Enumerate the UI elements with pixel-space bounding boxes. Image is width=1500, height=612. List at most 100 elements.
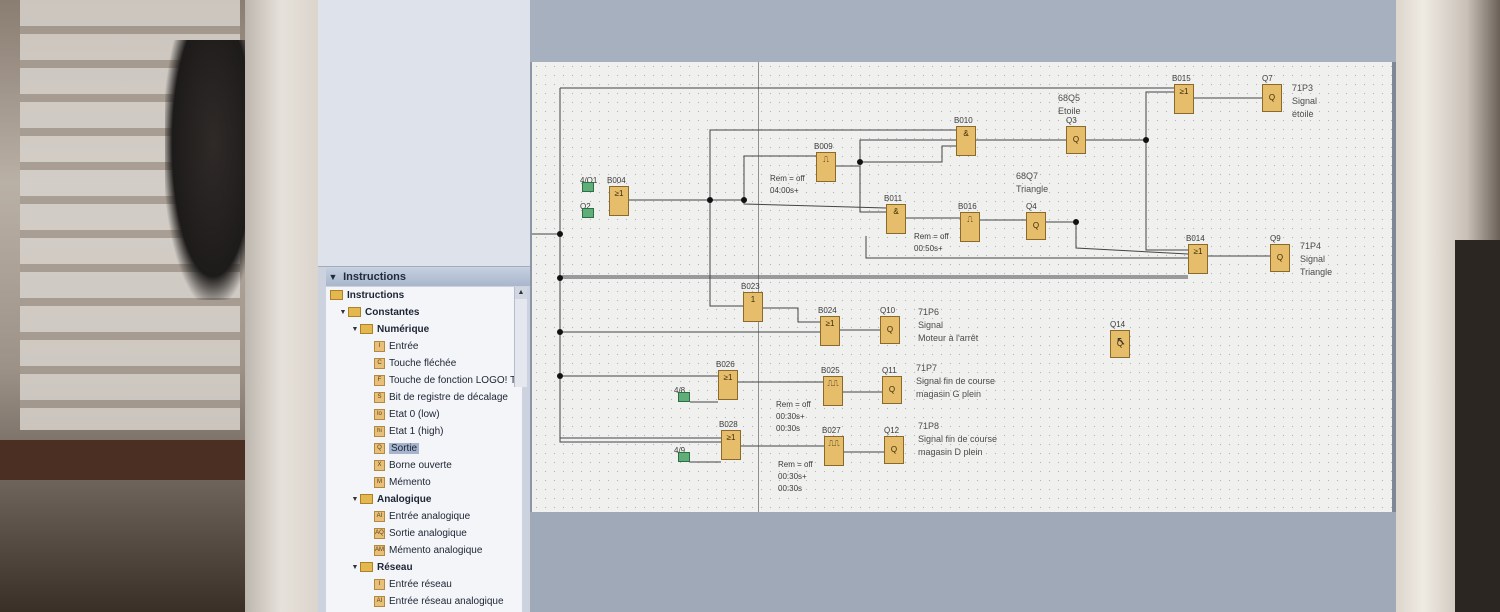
wire[interactable] (859, 139, 956, 162)
wire[interactable] (559, 234, 1188, 277)
function-block-b010[interactable]: & (956, 126, 976, 156)
tree-item-label: Instructions (347, 290, 405, 301)
background-equipment (1455, 240, 1500, 612)
wire[interactable] (763, 307, 820, 323)
tree-item-instructions[interactable]: Instructions (330, 287, 404, 304)
output-comment-line[interactable]: étoile (1292, 109, 1314, 119)
output-id-label: Q9 (1270, 234, 1281, 243)
output-block-q11[interactable]: Q (882, 376, 902, 404)
function-block-b024[interactable]: ≥1 (820, 316, 840, 346)
wire[interactable] (710, 155, 816, 201)
wire[interactable] (1046, 221, 1189, 255)
instructions-header[interactable]: ▼ Instructions (326, 268, 530, 286)
tree-item-num-rique[interactable]: ▼Numérique (350, 321, 429, 338)
function-block-b009[interactable]: ⎍ (816, 152, 836, 182)
input-terminal[interactable] (678, 392, 690, 402)
output-comment-line[interactable]: 71P6 (918, 307, 940, 317)
output-block-q4[interactable]: Q (1026, 212, 1046, 240)
function-block-b014[interactable]: ≥1 (1188, 244, 1208, 274)
expand-toggle-icon[interactable]: ▼ (339, 309, 347, 316)
wire[interactable] (836, 165, 886, 213)
tree-item-label: Sortie (389, 443, 420, 454)
collapse-chevron-icon[interactable]: ▼ (328, 272, 338, 282)
function-block-b023[interactable]: 1 (743, 292, 763, 322)
wire[interactable] (1145, 140, 1188, 251)
wire[interactable] (1086, 91, 1174, 141)
wire[interactable] (860, 145, 956, 163)
instruction-icon: AQ (374, 528, 385, 539)
wire[interactable] (629, 129, 956, 201)
output-comment-line[interactable]: Signal (1300, 254, 1326, 264)
scroll-up-arrow-icon[interactable]: ▲ (515, 287, 527, 299)
output-block-q14[interactable]: Q (1110, 330, 1130, 358)
output-comment-line[interactable]: magasin G plein (916, 389, 982, 399)
input-terminal[interactable] (582, 182, 594, 192)
output-block-q9[interactable]: Q (1270, 244, 1290, 272)
folder-icon (360, 324, 373, 334)
output-id-label: Q10 (880, 306, 896, 315)
input-terminal[interactable] (582, 208, 594, 218)
output-comment-line[interactable]: Etoile (1058, 106, 1081, 116)
output-block-q12[interactable]: Q (884, 436, 904, 464)
output-comment-line[interactable]: 68Q5 (1058, 93, 1081, 103)
output-comment-line[interactable]: Signal (1292, 96, 1318, 106)
output-comment-line[interactable]: Signal (918, 320, 944, 330)
output-comment-line[interactable]: 71P4 (1300, 241, 1322, 251)
instruction-icon: I (374, 579, 385, 590)
expand-toggle-icon[interactable]: ▼ (351, 496, 359, 503)
instruction-icon: S (374, 392, 385, 403)
output-comment-line[interactable]: Moteur à l'arrêt (918, 333, 979, 343)
output-comment-line[interactable]: 71P7 (916, 363, 938, 373)
wire[interactable] (865, 236, 1188, 259)
function-block-b011[interactable]: & (886, 204, 906, 234)
connection-wires (532, 87, 1270, 463)
output-comment-line[interactable]: 71P3 (1292, 83, 1314, 93)
function-block-b004[interactable]: ≥1 (609, 186, 629, 216)
folder-icon (360, 494, 373, 504)
input-terminal[interactable] (678, 452, 690, 462)
function-block-b026[interactable]: ≥1 (718, 370, 738, 400)
output-comment-line[interactable]: Triangle (1016, 184, 1049, 194)
output-block-q7[interactable]: Q (1262, 84, 1282, 112)
expand-toggle-icon[interactable]: ▼ (351, 564, 359, 571)
tree-item-r-seau[interactable]: ▼Réseau (350, 559, 413, 576)
wire[interactable] (559, 88, 722, 443)
output-block-q10[interactable]: Q (880, 316, 900, 344)
tree-item-analogique[interactable]: ▼Analogique (350, 491, 431, 508)
instruction-icon: M (374, 477, 385, 488)
output-comment-line[interactable]: magasin D plein (918, 447, 983, 457)
function-block-b016[interactable]: ⎍ (960, 212, 980, 242)
tree-item-constantes[interactable]: ▼Constantes (338, 304, 419, 321)
wire[interactable] (743, 200, 887, 209)
output-comment-line[interactable]: 68Q7 (1016, 171, 1039, 181)
expand-toggle-icon[interactable]: ▼ (351, 326, 359, 333)
output-block-q3[interactable]: Q (1066, 126, 1086, 154)
output-id-label: Q11 (882, 366, 897, 375)
function-block-b015[interactable]: ≥1 (1174, 84, 1194, 114)
output-comment-line[interactable]: Signal fin de course (916, 376, 996, 386)
function-block-b025[interactable]: ⎍⎍ (823, 376, 843, 406)
output-comment-line[interactable]: 71P8 (918, 421, 940, 431)
block-id-label: B009 (814, 142, 833, 151)
output-comment-line[interactable]: Signal fin de course (918, 434, 998, 444)
output-comment-line[interactable]: Triangle (1300, 267, 1333, 277)
function-block-b028[interactable]: ≥1 (721, 430, 741, 460)
tree-scrollbar[interactable]: ▲ (514, 287, 527, 387)
function-block-b027[interactable]: ⎍⎍ (824, 436, 844, 466)
wire[interactable] (709, 200, 743, 307)
